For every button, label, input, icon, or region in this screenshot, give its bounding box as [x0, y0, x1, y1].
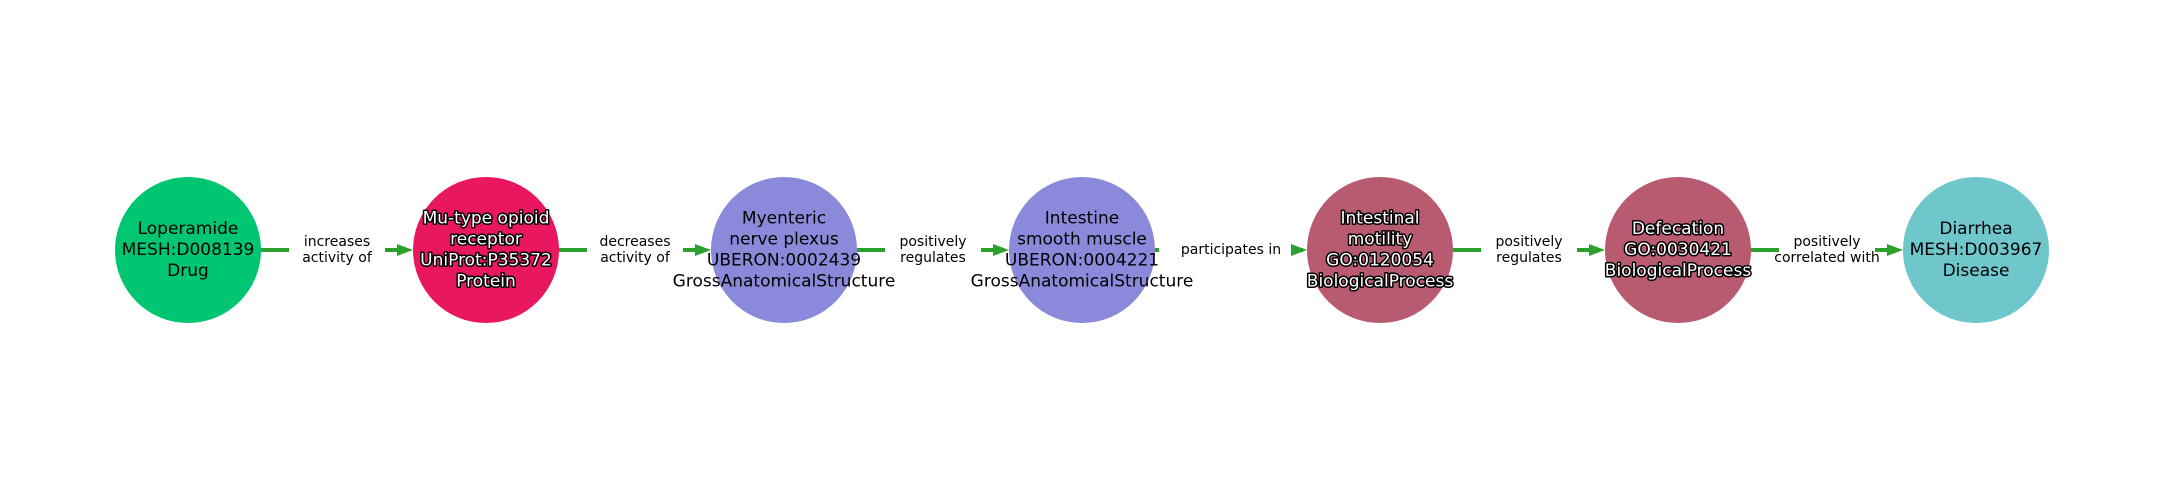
edge-label: decreases: [599, 234, 670, 250]
edge-label: regulates: [1496, 250, 1562, 266]
node-label: BiologicalProcess: [1605, 261, 1752, 281]
node-label: Intestinal: [1340, 209, 1419, 229]
node-label: Intestine: [1045, 209, 1119, 229]
edge-label: increases: [304, 234, 370, 250]
node-label: UBERON:0004221: [1005, 251, 1159, 271]
node-circle: [115, 177, 261, 323]
edge-label: positively: [899, 234, 966, 250]
node-circle: [1903, 177, 2049, 323]
node-label: MESH:D003967: [1910, 240, 2043, 260]
node-label: BiologicalProcess: [1307, 272, 1454, 292]
edge-label: regulates: [900, 250, 966, 266]
node-label: receptor: [450, 230, 522, 250]
arrow-head-icon: [397, 244, 413, 256]
node-label: Protein: [456, 272, 516, 292]
node-circle: [711, 177, 857, 323]
node-circle: [1009, 177, 1155, 323]
node-label: MESH:D008139: [122, 240, 255, 260]
node-label: motility: [1348, 230, 1413, 250]
node-label: Defecation: [1632, 219, 1724, 239]
node-label: GrossAnatomicalStructure: [971, 272, 1194, 292]
node-mu-opioid-receptor: Mu-type opioidreceptorUniProt:P35372Prot…: [413, 177, 559, 323]
node-label: Myenteric: [742, 209, 826, 229]
arrow-head-icon: [1291, 244, 1307, 256]
edge-4: participates in: [1155, 242, 1307, 258]
node-circle: [1605, 177, 1751, 323]
node-label: nerve plexus: [729, 230, 839, 250]
node-label: Loperamide: [138, 219, 239, 239]
arrow-head-icon: [695, 244, 711, 256]
arrow-head-icon: [993, 244, 1009, 256]
arrow-head-icon: [1589, 244, 1605, 256]
node-label: Disease: [1943, 261, 2010, 281]
node-label: Drug: [167, 261, 209, 281]
node-label: GO:0030421: [1624, 240, 1732, 260]
edge-label: activity of: [600, 250, 671, 266]
node-circle: [413, 177, 559, 323]
node-circle: [1307, 177, 1453, 323]
node-label: GO:0120054: [1326, 251, 1434, 271]
edge-label: activity of: [302, 250, 373, 266]
node-label: UniProt:P35372: [420, 251, 552, 271]
edge-label: participates in: [1181, 242, 1281, 258]
node-label: GrossAnatomicalStructure: [673, 272, 896, 292]
node-label: Mu-type opioid: [423, 209, 550, 229]
node-label: Diarrhea: [1939, 219, 2012, 239]
edge-label: correlated with: [1774, 250, 1879, 266]
node-intestinal-motility: IntestinalmotilityGO:0120054BiologicalPr…: [1305, 177, 1455, 323]
arrow-head-icon: [1887, 244, 1903, 256]
node-label: UBERON:0002439: [707, 251, 861, 271]
edge-label: positively: [1495, 234, 1562, 250]
edge-label: positively: [1793, 234, 1860, 250]
node-label: smooth muscle: [1017, 230, 1147, 250]
